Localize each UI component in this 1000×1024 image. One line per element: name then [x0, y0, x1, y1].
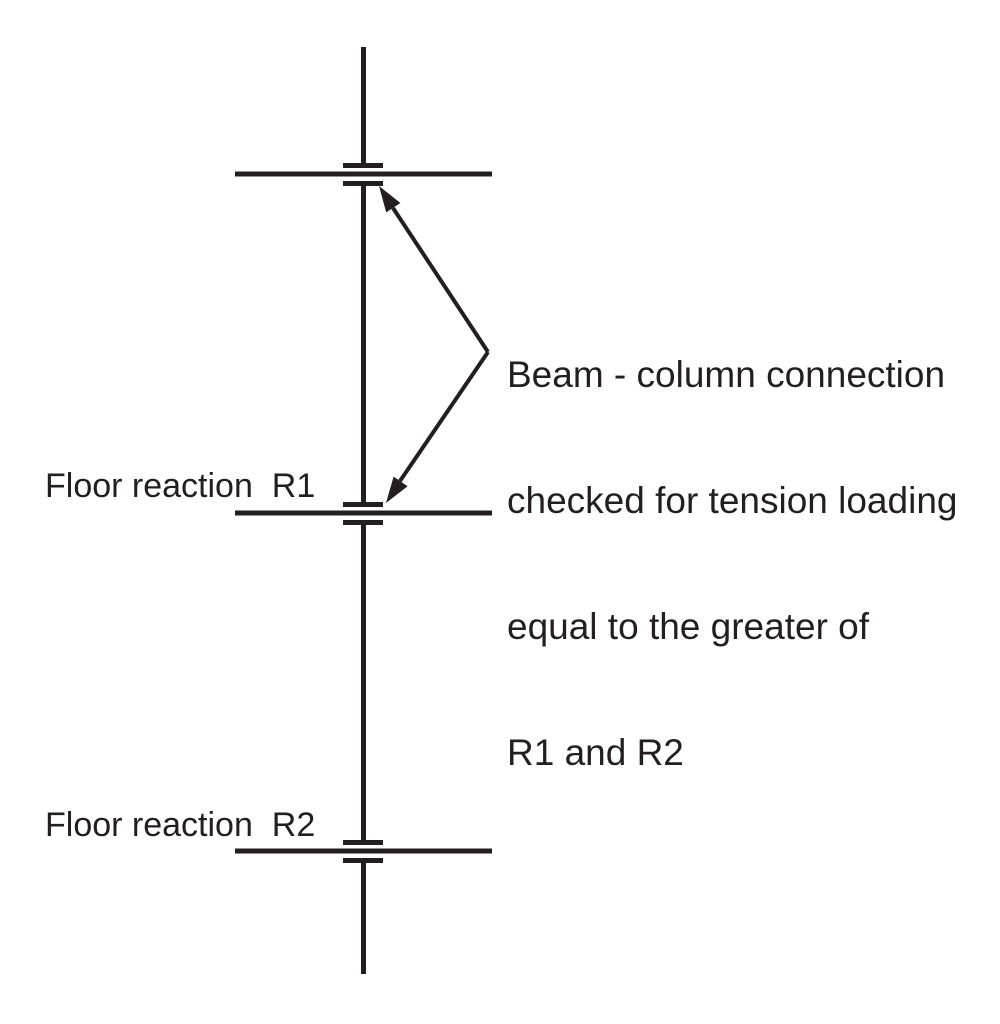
annotation-line-4: R1 and R2 — [507, 732, 684, 773]
annotation-line-2: checked for tension loading — [507, 480, 958, 521]
annotation-line-1: Beam - column connection — [507, 354, 946, 395]
arrow-lower-shaft — [398, 350, 490, 483]
annotation-arrowheads — [379, 186, 408, 503]
beam-lines — [235, 171, 492, 854]
arrowhead-lower-icon — [386, 476, 408, 503]
annotation-line-3: equal to the greater of — [507, 606, 870, 647]
annotation-arrows — [391, 206, 490, 483]
floor-reaction-r2-label: Floor reaction R2 — [45, 806, 316, 844]
annotation-text-block: Beam - column connection checked for ten… — [507, 270, 957, 858]
arrow-upper-shaft — [391, 206, 490, 354]
arrowhead-upper-icon — [379, 186, 401, 213]
floor-reaction-r1-label: Floor reaction R1 — [45, 467, 316, 505]
connection-plate-ticks — [343, 163, 383, 863]
